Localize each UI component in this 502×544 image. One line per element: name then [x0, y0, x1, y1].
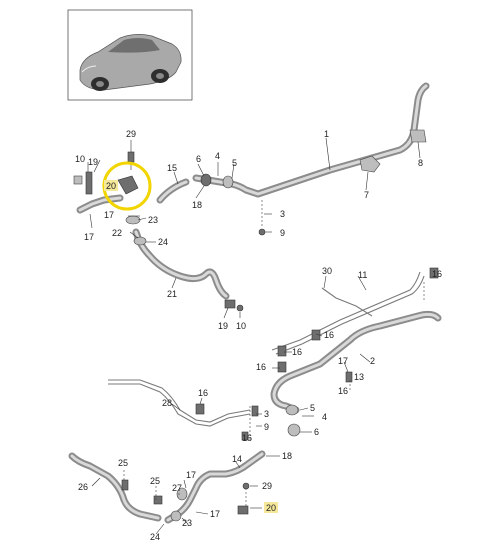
callout-18: 18 [282, 451, 292, 461]
callout-16: 16 [242, 433, 252, 443]
callout-29: 29 [126, 129, 136, 139]
callout-22: 22 [112, 228, 122, 238]
callout-23: 23 [148, 215, 158, 225]
coolant-pipe-2 [270, 310, 442, 414]
callout-16: 16 [256, 362, 266, 372]
callout-16: 16 [324, 330, 334, 340]
callout-20: 20 [266, 503, 276, 513]
callout-24: 24 [150, 532, 160, 542]
callout-4: 4 [322, 412, 327, 422]
callout-20: 20 [106, 181, 116, 191]
callout-21: 21 [167, 289, 177, 299]
callout-1: 1 [324, 129, 329, 139]
callout-25: 25 [150, 476, 160, 486]
callout-labels: 1 29 10 19 20 15 6 4 5 18 17 23 22 24 17… [75, 129, 442, 542]
callout-4: 4 [215, 151, 220, 161]
callout-5: 5 [232, 158, 237, 168]
callout-10: 10 [75, 154, 85, 164]
callout-17: 17 [84, 232, 94, 242]
callout-29: 29 [262, 481, 272, 491]
callout-5: 5 [310, 403, 315, 413]
callout-3: 3 [280, 209, 285, 219]
callout-18: 18 [192, 200, 202, 210]
callout-13: 13 [354, 372, 364, 382]
callout-17: 17 [104, 210, 114, 220]
callout-14: 14 [232, 454, 242, 464]
callout-27: 27 [172, 483, 182, 493]
callout-24: 24 [158, 237, 168, 247]
callout-16: 16 [432, 269, 442, 279]
callout-23: 23 [182, 518, 192, 528]
callout-28: 28 [162, 398, 172, 408]
callout-9: 9 [280, 228, 285, 238]
callout-20-highlight-lower [264, 502, 278, 513]
callout-8: 8 [418, 158, 423, 168]
callout-10: 10 [236, 321, 246, 331]
callout-7: 7 [364, 190, 369, 200]
line-11 [271, 271, 421, 351]
callout-25: 25 [118, 458, 128, 468]
car-thumbnail [67, 9, 193, 101]
callout-17: 17 [210, 509, 220, 519]
line-28 [108, 379, 251, 423]
callout-11: 11 [358, 270, 367, 280]
callout-3: 3 [264, 409, 269, 419]
callout-30: 30 [322, 266, 332, 276]
hose-21 [132, 228, 230, 300]
callout-16: 16 [292, 347, 302, 357]
callout-17: 17 [338, 356, 348, 366]
callout-9: 9 [264, 422, 269, 432]
callout-6: 6 [314, 427, 319, 437]
callout-6: 6 [196, 154, 201, 164]
callout-16: 16 [338, 386, 348, 396]
callout-15: 15 [167, 163, 177, 173]
callout-19: 19 [218, 321, 228, 331]
callout-20-highlight-upper [104, 180, 118, 191]
callout-17: 17 [186, 470, 196, 480]
callout-26: 26 [78, 482, 88, 492]
callout-19: 19 [88, 157, 98, 167]
leader-lines [87, 137, 425, 535]
callout-16: 16 [198, 388, 208, 398]
callout-2: 2 [370, 356, 375, 366]
